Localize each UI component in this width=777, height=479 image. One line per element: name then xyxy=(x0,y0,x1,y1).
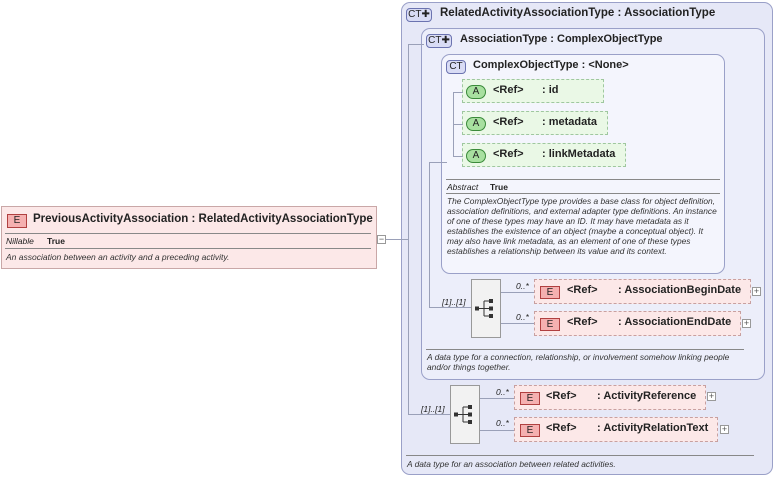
outer-type-name: RelatedActivityAssociationType xyxy=(440,7,615,19)
abstract-value: True xyxy=(490,182,508,192)
element-activity-reference[interactable] xyxy=(514,385,706,410)
root-element-description: An association between an activity and a… xyxy=(6,252,230,262)
complex-object-type-base: <None> xyxy=(588,59,629,71)
attribute-name: : linkMetadata xyxy=(542,148,616,160)
element-ref: <Ref> xyxy=(567,284,598,296)
connector-line xyxy=(501,323,535,324)
element-badge: E xyxy=(520,392,540,405)
expand-icon[interactable]: + xyxy=(707,391,716,401)
element-cardinality: 0..* xyxy=(516,312,529,322)
association-type-base: ComplexObjectType xyxy=(557,33,663,45)
root-element-type: RelatedActivityAssociationType xyxy=(198,213,373,225)
element-cardinality: 0..* xyxy=(516,281,529,291)
association-type-description: A data type for a connection, relationsh… xyxy=(427,352,730,372)
connector-line xyxy=(480,398,514,399)
element-cardinality: 0..* xyxy=(496,418,509,428)
outer-type-description: A data type for an association between r… xyxy=(407,459,616,469)
connector-line xyxy=(480,430,514,431)
sequence-icon xyxy=(475,299,493,318)
nillable-label: Nillable xyxy=(6,236,34,246)
outer-type-base: AssociationType xyxy=(624,7,716,19)
element-association-begin-date[interactable] xyxy=(534,279,751,304)
connector-line xyxy=(453,156,463,157)
divider xyxy=(5,233,371,234)
expand-icon[interactable]: + xyxy=(752,286,761,296)
nillable-value: True xyxy=(47,236,65,246)
divider xyxy=(446,193,720,194)
divider xyxy=(5,248,371,249)
attribute-ref: <Ref> xyxy=(493,116,524,128)
element-name: : AssociationBeginDate xyxy=(618,284,742,296)
element-ref: <Ref> xyxy=(546,422,577,434)
sequence-cardinality: [1]..[1] xyxy=(442,297,466,307)
connector-line xyxy=(408,414,450,415)
element-association-end-date[interactable] xyxy=(534,311,741,336)
connector-line xyxy=(429,307,471,308)
complex-object-type-name: ComplexObjectType xyxy=(473,59,579,71)
expand-icon[interactable]: + xyxy=(720,424,729,434)
connector-line xyxy=(408,44,409,414)
sequence-compositor[interactable] xyxy=(450,385,480,444)
complex-type-badge: CT✚ xyxy=(406,8,432,22)
element-activity-relation-text[interactable] xyxy=(514,417,718,442)
expand-icon[interactable]: + xyxy=(742,318,751,328)
abstract-label: Abstract xyxy=(447,182,479,192)
attribute-name: : id xyxy=(542,84,559,96)
complex-type-badge: CT xyxy=(446,60,466,74)
element-badge: E xyxy=(7,214,27,228)
element-name: : AssociationEndDate xyxy=(618,316,732,328)
connector-line xyxy=(453,92,463,93)
connector-line xyxy=(408,44,424,45)
root-element-title: PreviousActivityAssociation : RelatedAct… xyxy=(33,213,373,225)
attribute-ref: <Ref> xyxy=(493,148,524,160)
element-badge: E xyxy=(520,424,540,437)
divider xyxy=(446,179,720,180)
collapse-icon[interactable]: − xyxy=(377,234,386,244)
outer-type-title: RelatedActivityAssociationType : Associa… xyxy=(440,7,716,19)
attribute-badge: A xyxy=(466,149,486,163)
attribute-metadata[interactable] xyxy=(462,111,608,135)
sequence-cardinality: [1]..[1] xyxy=(421,404,445,414)
element-ref: <Ref> xyxy=(546,390,577,402)
connector-line xyxy=(429,162,447,163)
attribute-badge: A xyxy=(466,85,486,99)
element-name: : ActivityRelationText xyxy=(597,422,709,434)
connector-line xyxy=(377,239,408,240)
complex-type-badge: CT✚ xyxy=(426,34,452,48)
attribute-ref: <Ref> xyxy=(493,84,524,96)
element-ref: <Ref> xyxy=(567,316,598,328)
connector-line xyxy=(429,162,430,307)
element-cardinality: 0..* xyxy=(496,387,509,397)
root-element-box[interactable] xyxy=(1,206,377,269)
element-badge: E xyxy=(540,286,560,299)
root-element-name: PreviousActivityAssociation xyxy=(33,213,189,225)
sequence-icon xyxy=(454,405,472,424)
divider xyxy=(426,349,744,350)
attribute-badge: A xyxy=(466,117,486,131)
connector-line xyxy=(453,124,463,125)
attribute-linkmetadata[interactable] xyxy=(462,143,626,167)
complex-object-type-title: ComplexObjectType : <None> xyxy=(473,59,629,71)
element-badge: E xyxy=(540,318,560,331)
sequence-compositor[interactable] xyxy=(471,279,501,338)
association-type-title: AssociationType : ComplexObjectType xyxy=(460,33,663,45)
attribute-name: : metadata xyxy=(542,116,598,128)
complex-object-type-description: The ComplexObjectType type provides a ba… xyxy=(447,196,717,256)
divider xyxy=(406,455,754,456)
connector-line xyxy=(501,292,535,293)
association-type-name: AssociationType xyxy=(460,33,548,45)
element-name: : ActivityReference xyxy=(597,390,697,402)
